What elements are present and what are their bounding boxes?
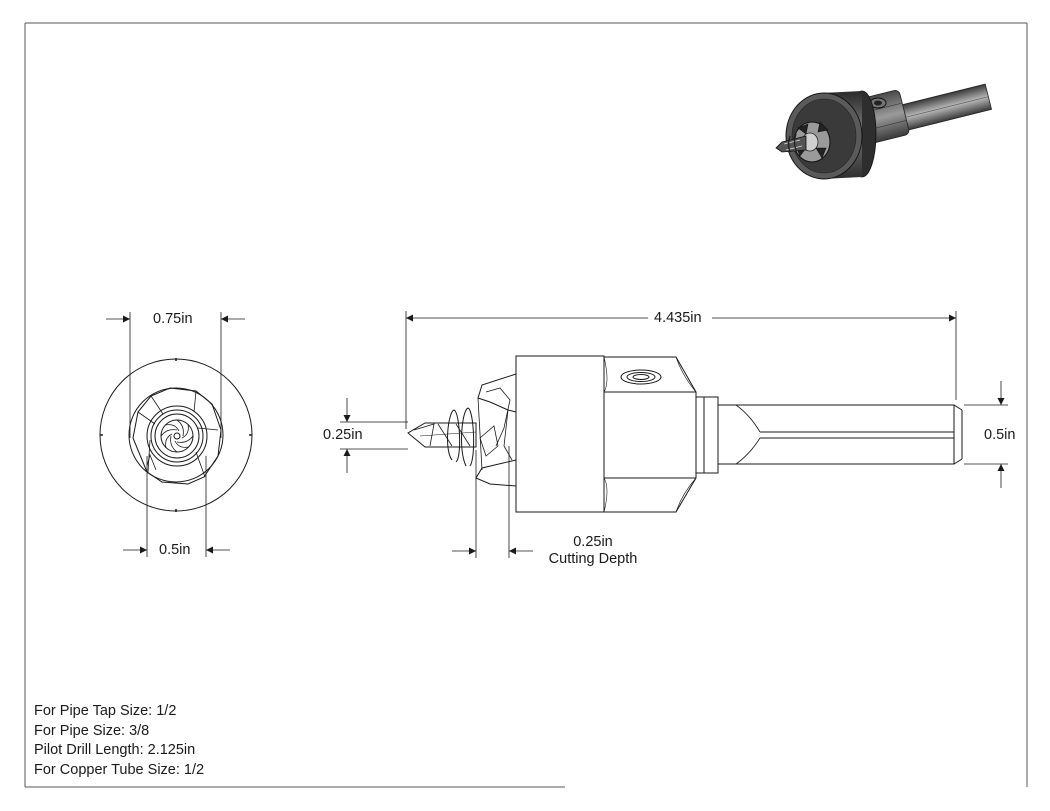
dim-cutting-depth: 0.25in Cutting Depth bbox=[542, 534, 644, 568]
dim-overall-length: 4.435in bbox=[654, 310, 702, 326]
dim-face-outer: 0.75in bbox=[153, 311, 193, 327]
isometric-view bbox=[775, 83, 992, 180]
cutting-depth-value: 0.25in bbox=[573, 534, 613, 550]
dim-face-inner: 0.5in bbox=[159, 542, 191, 558]
note-pilot-drill-length: Pilot Drill Length: 2.125in bbox=[34, 742, 196, 758]
side-view bbox=[407, 355, 963, 513]
note-pipe-size: For Pipe Size: 3/8 bbox=[34, 722, 150, 739]
spec-notes: For Pipe Tap Size: 1/2 For Pipe Size: 3/… bbox=[34, 702, 204, 780]
dim-shank-diameter: 0.5in bbox=[984, 427, 1016, 443]
front-dims bbox=[106, 312, 245, 557]
note-copper-tube-size: For Copper Tube Size: 1/2 bbox=[34, 761, 205, 778]
front-view bbox=[99, 358, 253, 512]
note-pipe-tap-size: For Pipe Tap Size: 1/2 bbox=[34, 703, 177, 719]
dim-drill-diameter: 0.25in bbox=[323, 427, 363, 443]
side-dims bbox=[340, 311, 1008, 558]
cutting-depth-label: Cutting Depth bbox=[548, 551, 638, 567]
sheet-border bbox=[24, 22, 1028, 788]
